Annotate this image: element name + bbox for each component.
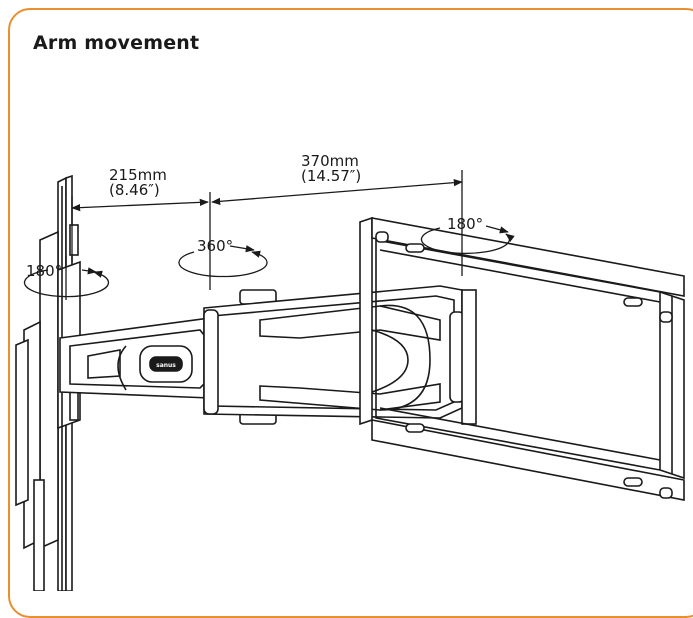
dimension-215mm — [71, 192, 211, 290]
rotation-wall-label: 180° — [26, 262, 62, 280]
rotation-elbow-label: 360° — [197, 237, 233, 255]
tv-bracket — [359, 216, 685, 501]
dimension-215-imperial: (8.46″) — [109, 181, 160, 199]
dimension-370mm — [211, 170, 463, 276]
rotation-elbow-pivot — [178, 245, 268, 278]
arm-movement-diagram: sanus 215mm (8.46″) — [15, 152, 685, 591]
brand-logo: sanus — [156, 362, 176, 369]
page-title: Arm movement — [33, 32, 200, 54]
dimension-370-metric: 370mm — [301, 152, 359, 170]
rotation-tv-label: 180° — [447, 215, 483, 233]
rotation-wall-pivot — [23, 256, 110, 300]
outer-arm — [203, 285, 465, 425]
dimension-370-imperial: (14.57″) — [301, 167, 361, 185]
rotation-tv-pivot — [420, 225, 515, 255]
dimension-215-metric: 215mm — [109, 166, 167, 184]
inner-arm — [59, 317, 223, 399]
